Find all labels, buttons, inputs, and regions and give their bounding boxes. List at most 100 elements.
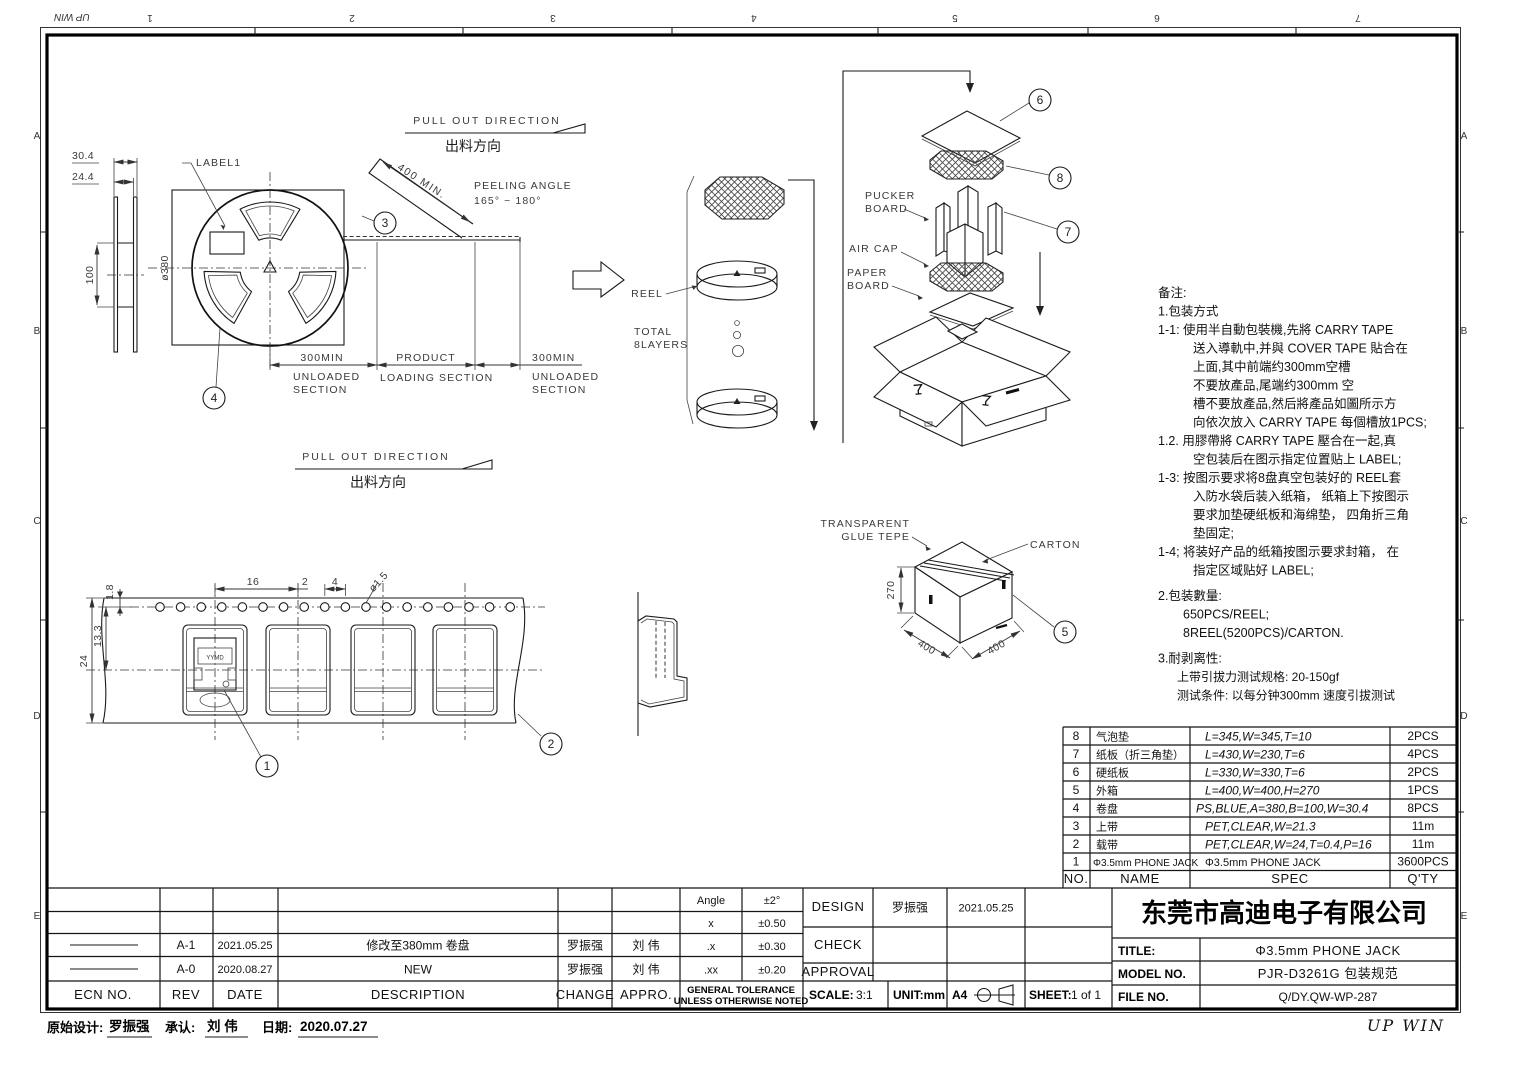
svg-text:2: 2 <box>548 737 555 751</box>
projection-symbol <box>974 984 1015 1006</box>
rev-appro: 刘 伟 <box>632 939 659 953</box>
pull-out-direction-2: PULL OUT DIRECTION <box>302 451 449 463</box>
note-line: 要求加垫硬纸板和海绵垫， 四角折三角 <box>1193 507 1409 522</box>
loading-section-label: LOADING SECTION <box>380 372 493 384</box>
check-label: CHECK <box>814 937 862 952</box>
fragile-mark <box>913 383 992 406</box>
note-line: 2.包装數量: <box>1158 589 1222 603</box>
part-qty: 3600PCS <box>1397 855 1448 869</box>
part-spec: L=330,W=330,T=6 <box>1205 766 1305 780</box>
notes-block: 备注: 1.包装方式 1-1: 使用半自動包裝機,先將 CARRY TAPE 送… <box>1158 285 1427 703</box>
part-no: 3 <box>1073 819 1080 833</box>
header-change: CHANGE <box>556 987 615 1002</box>
dim-24: 24 <box>78 655 90 667</box>
exploded-packing-view: 6 8 PUCKER BOARD 7 AIR CAP PAPER BOARD <box>847 88 1080 447</box>
note-line: 上带引拔力测试规格: 20-150gf <box>1177 669 1340 684</box>
part-name: 上带 <box>1096 821 1118 834</box>
part-name: 载带 <box>1096 839 1118 852</box>
part-no: 1 <box>1073 855 1080 869</box>
parts-header-no: NO. <box>1064 871 1089 886</box>
note-line: 1-1: 使用半自動包裝機,先將 CARRY TAPE <box>1158 322 1393 337</box>
svg-text:3: 3 <box>382 216 389 230</box>
part-spec: L=345,W=345,T=10 <box>1205 730 1312 744</box>
dim-4: 4 <box>332 576 338 588</box>
note-line: 上面,其中前端约300mm空槽 <box>1193 359 1351 374</box>
part-qty: 2PCS <box>1407 729 1438 743</box>
part-name: 气泡垫 <box>1096 730 1129 744</box>
tol-label: x <box>708 918 714 930</box>
part-spec: L=400,W=400,H=270 <box>1205 784 1320 798</box>
parts-header-spec: SPEC <box>1271 871 1308 886</box>
part-name: 纸板（折三角垫） <box>1096 748 1184 762</box>
dim-dia1-5: ø1.5 <box>367 570 391 595</box>
scale-label: SCALE: <box>809 988 854 1002</box>
file-value: Q/DY.QW-WP-287 <box>1279 990 1378 1004</box>
product-marking: YYMD <box>206 656 224 662</box>
part-no: 5 <box>1073 783 1080 797</box>
balloon-3: 3 <box>373 211 397 235</box>
peeling-angle-label: PEELING ANGLE <box>474 180 572 192</box>
part-name: 外箱 <box>1096 784 1118 798</box>
balloon-1: 1 <box>223 689 279 778</box>
note-line: 槽不要放產品,然后將產品如圖所示方 <box>1193 396 1396 411</box>
part-no: 8 <box>1073 729 1080 743</box>
svg-text:1: 1 <box>264 759 271 773</box>
transparent-glue-tape-label: TRANSPARENT <box>821 518 911 530</box>
pocket-side-profile <box>637 592 688 736</box>
note-line: 3.耐剥离性: <box>1158 651 1222 666</box>
peeling-angle-value: 165° ~ 180° <box>474 195 542 207</box>
parts-header-qty: Q'TY <box>1407 871 1438 886</box>
reel-front-view: LABEL1 ø380 4 <box>148 157 368 410</box>
sheet-label: SHEET: <box>1029 988 1072 1002</box>
dim-270: 270 <box>885 581 897 600</box>
balloon-6: 6 <box>999 88 1052 122</box>
header-ecn: ECN NO. <box>74 987 132 1002</box>
date-value: 2020.07.27 <box>300 1019 368 1034</box>
dim-100: 100 <box>84 266 96 285</box>
note-line: 送入導軌中,并與 COVER TAPE 貼合在 <box>1193 341 1408 356</box>
pull-out-direction-2-cn: 出料方向 <box>350 474 406 490</box>
part-qty: 1PCS <box>1407 783 1438 797</box>
flow-arrow <box>572 260 625 299</box>
approve-label: 承认: <box>165 1020 195 1035</box>
part-qty: 4PCS <box>1407 747 1438 761</box>
sheet-frame <box>40 27 1464 1013</box>
note-line: 8REEL(5200PCS)/CARTON. <box>1183 626 1344 640</box>
taped-carton-view: TRANSPARENT GLUE TEPE CARTON 270 400 400… <box>821 518 1079 660</box>
unloaded-label: UNLOADED <box>532 371 599 383</box>
part-qty: 2PCS <box>1407 765 1438 779</box>
part-qty: 11m <box>1412 837 1434 851</box>
air-cap-label: AIR CAP <box>849 243 899 255</box>
dim-dia380: ø380 <box>159 255 171 281</box>
product-label: PRODUCT <box>396 352 456 364</box>
title-value: Φ3.5mm PHONE JACK <box>1255 943 1400 958</box>
dim-13-3: 13.3 <box>92 625 104 647</box>
svg-text:7: 7 <box>1065 225 1072 239</box>
dim-24-4: 24.4 <box>72 171 94 183</box>
total-label: TOTAL <box>634 326 672 338</box>
pull-out-direction-1-cn: 出料方向 <box>445 138 501 154</box>
company-name: 东莞市高迪电子有限公司 <box>1141 898 1427 928</box>
part-spec: PS,BLUE,A=380,B=100,W=30.4 <box>1196 802 1369 816</box>
note-line: 测试条件: 以每分钟300mm 速度引拔测试 <box>1177 688 1395 703</box>
product-in-pocket: YYMD <box>193 637 237 708</box>
parts-header-name: NAME <box>1120 871 1160 886</box>
dim-400min: 400 MIN. <box>395 161 448 201</box>
part-no: 4 <box>1073 801 1080 815</box>
note-line: 空包装后在图示指定位置贴上 LABEL; <box>1193 452 1401 467</box>
row-label: A <box>34 131 41 142</box>
label1-text: LABEL1 <box>196 157 241 169</box>
rev-date: 2021.05.25 <box>217 940 272 952</box>
part-spec: Φ3.5mm PHONE JACK <box>1205 857 1321 869</box>
note-line: 备注: <box>1158 285 1186 300</box>
pucker-board-label: PUCKER <box>865 190 915 202</box>
upwin-watermark: UP WIN <box>1367 1016 1445 1035</box>
layers-label: 8LAYERS <box>634 339 688 351</box>
carrier-tape-detail: YYMD 16 2 4 ø1.5 1.8 13.3 24 1 <box>78 570 563 778</box>
dim-30-4: 30.4 <box>72 150 94 162</box>
rev-change: 罗振强 <box>567 939 603 953</box>
part-name: 硬纸板 <box>1096 766 1129 780</box>
part-spec: PET,CLEAR,W=21.3 <box>1205 820 1316 834</box>
